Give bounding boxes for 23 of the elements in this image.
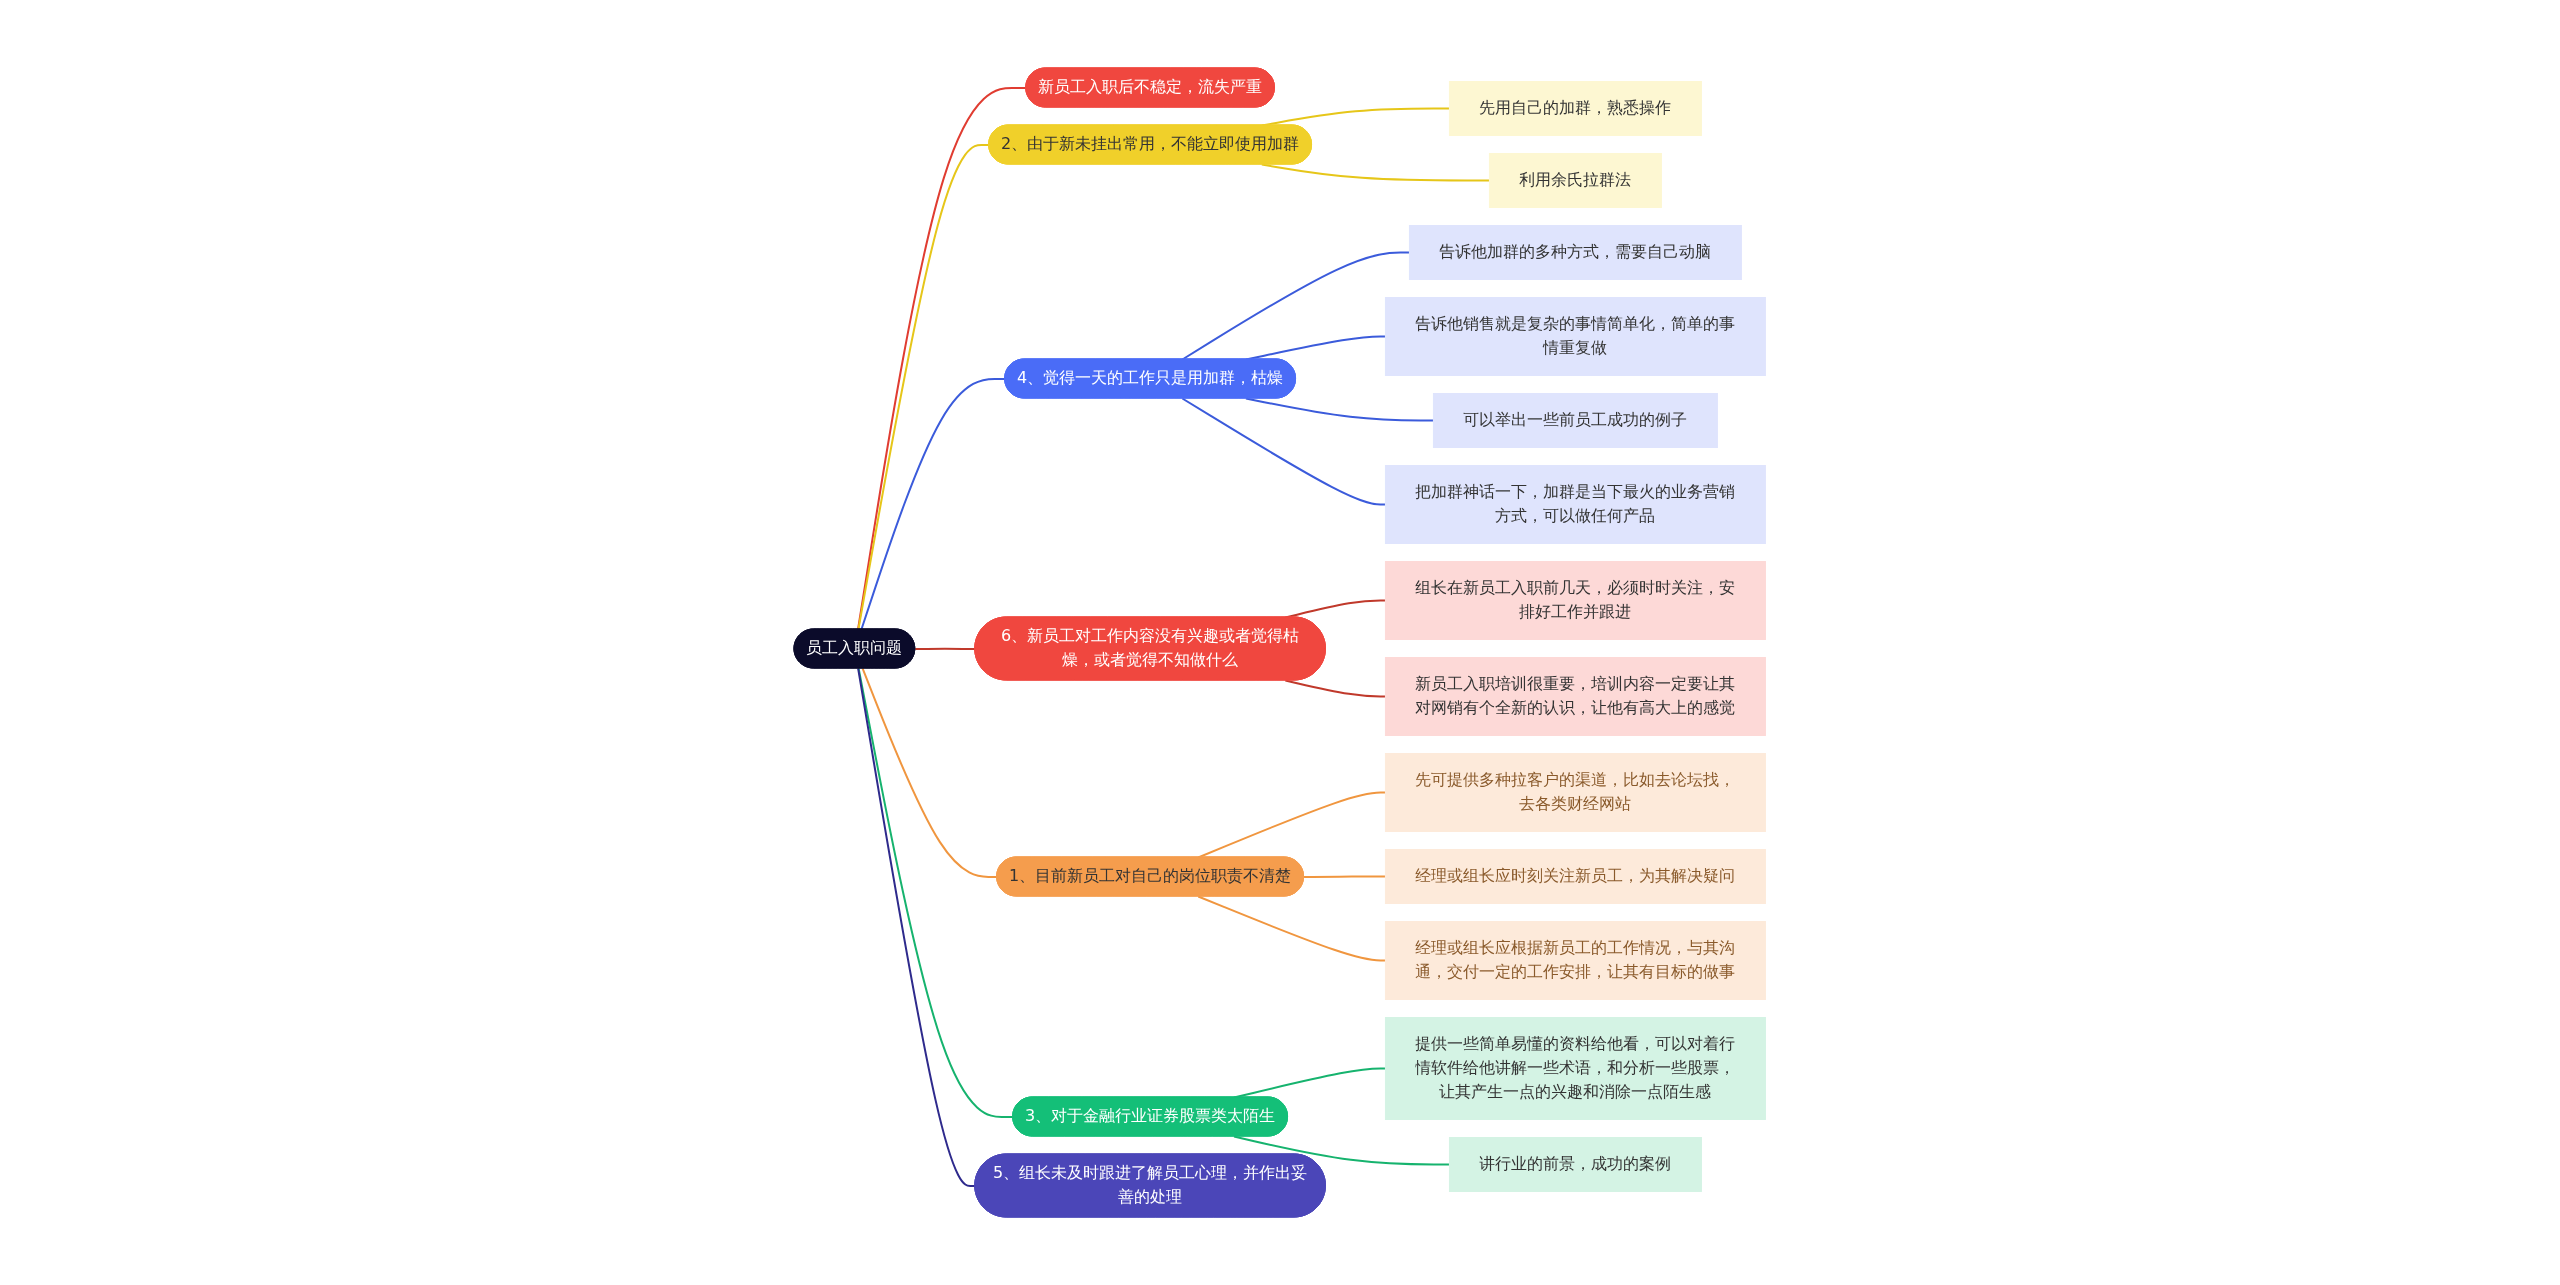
connector <box>1181 397 1387 506</box>
connector <box>1245 397 1435 422</box>
node-box: 可以举出一些前员工成功的例子 <box>1433 393 1719 448</box>
connector <box>1233 1135 1451 1166</box>
connector <box>1181 251 1411 361</box>
connector <box>861 667 999 878</box>
node-box: 先可提供多种拉客户的渠道，比如去论坛找，去各类财经网站 <box>1385 753 1767 832</box>
node-box: 告诉他加群的多种方式，需要自己动脑 <box>1409 225 1743 280</box>
node-box: 讲行业的前景，成功的案例 <box>1449 1137 1703 1192</box>
node-box: 新员工入职培训很重要，培训内容一定要让其对网销有个全新的认识，让他有高大上的感觉 <box>1385 657 1767 736</box>
node-box: 告诉他销售就是复杂的事情简单化，简单的事情重复做 <box>1385 297 1767 376</box>
node-box: 利用余氏拉群法 <box>1489 153 1663 208</box>
connector <box>914 647 977 650</box>
connector <box>1284 679 1387 698</box>
node-box: 经理或组长应根据新员工的工作情况，与其沟通，交付一定的工作安排，让其有目标的做事 <box>1385 921 1767 1000</box>
node-box: 经理或组长应时刻关注新员工，为其解决疑问 <box>1385 849 1767 904</box>
node-box: 先用自己的加群，熟悉操作 <box>1449 81 1703 136</box>
node-box: 组长在新员工入职前几天，必须时时关注，安排好工作并跟进 <box>1385 561 1767 640</box>
node-box: 把加群神话一下，加群是当下最火的业务营销方式，可以做任何产品 <box>1385 465 1767 544</box>
connector <box>1303 875 1387 878</box>
node-box: 提供一些简单易懂的资料给他看，可以对着行情软件给他讲解一些术语，和分析一些股票，让其产生一点的兴趣和消除一点陌生感 <box>1385 1017 1767 1120</box>
connector <box>857 667 977 1187</box>
connector <box>1197 895 1387 962</box>
